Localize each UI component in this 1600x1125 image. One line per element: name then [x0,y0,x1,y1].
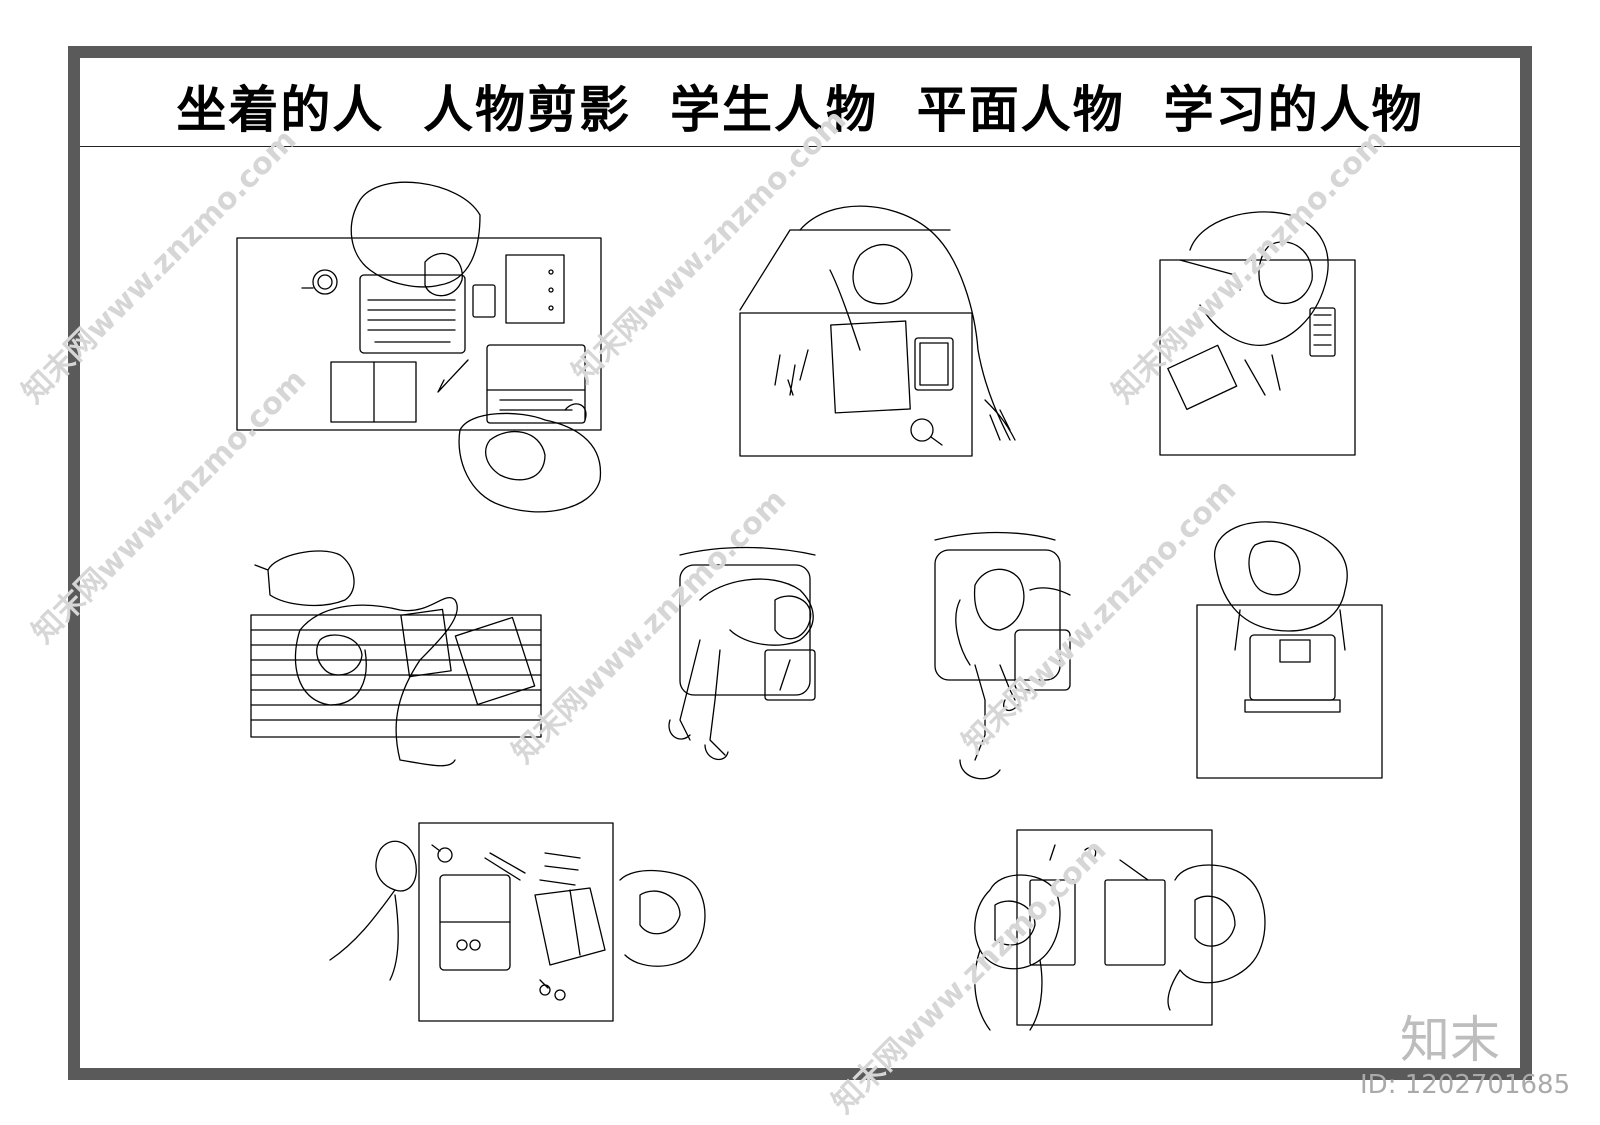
figure-desk-drawing [739,205,1016,457]
figure-desk-calculator [1159,211,1356,456]
drawing-sheet [80,58,1520,1068]
image-id-label: ID: 1202701685 [1360,1070,1571,1100]
figure-desk-two-laptops [236,181,602,513]
title-band [80,58,1520,147]
figure-bench-tablet [250,550,542,767]
figure-chair-walking [934,531,1071,780]
figure-desk-magazine [329,822,706,1022]
brand-logo: 知末 [1400,1011,1500,1069]
figure-desk-notebooks [974,829,1266,1031]
page-title: 坐着的人 人物剪影 学生人物 平面人物 学习的人物 [176,81,1424,139]
figure-laptop-topview [1196,521,1383,779]
figure-chair-folder [668,546,816,761]
